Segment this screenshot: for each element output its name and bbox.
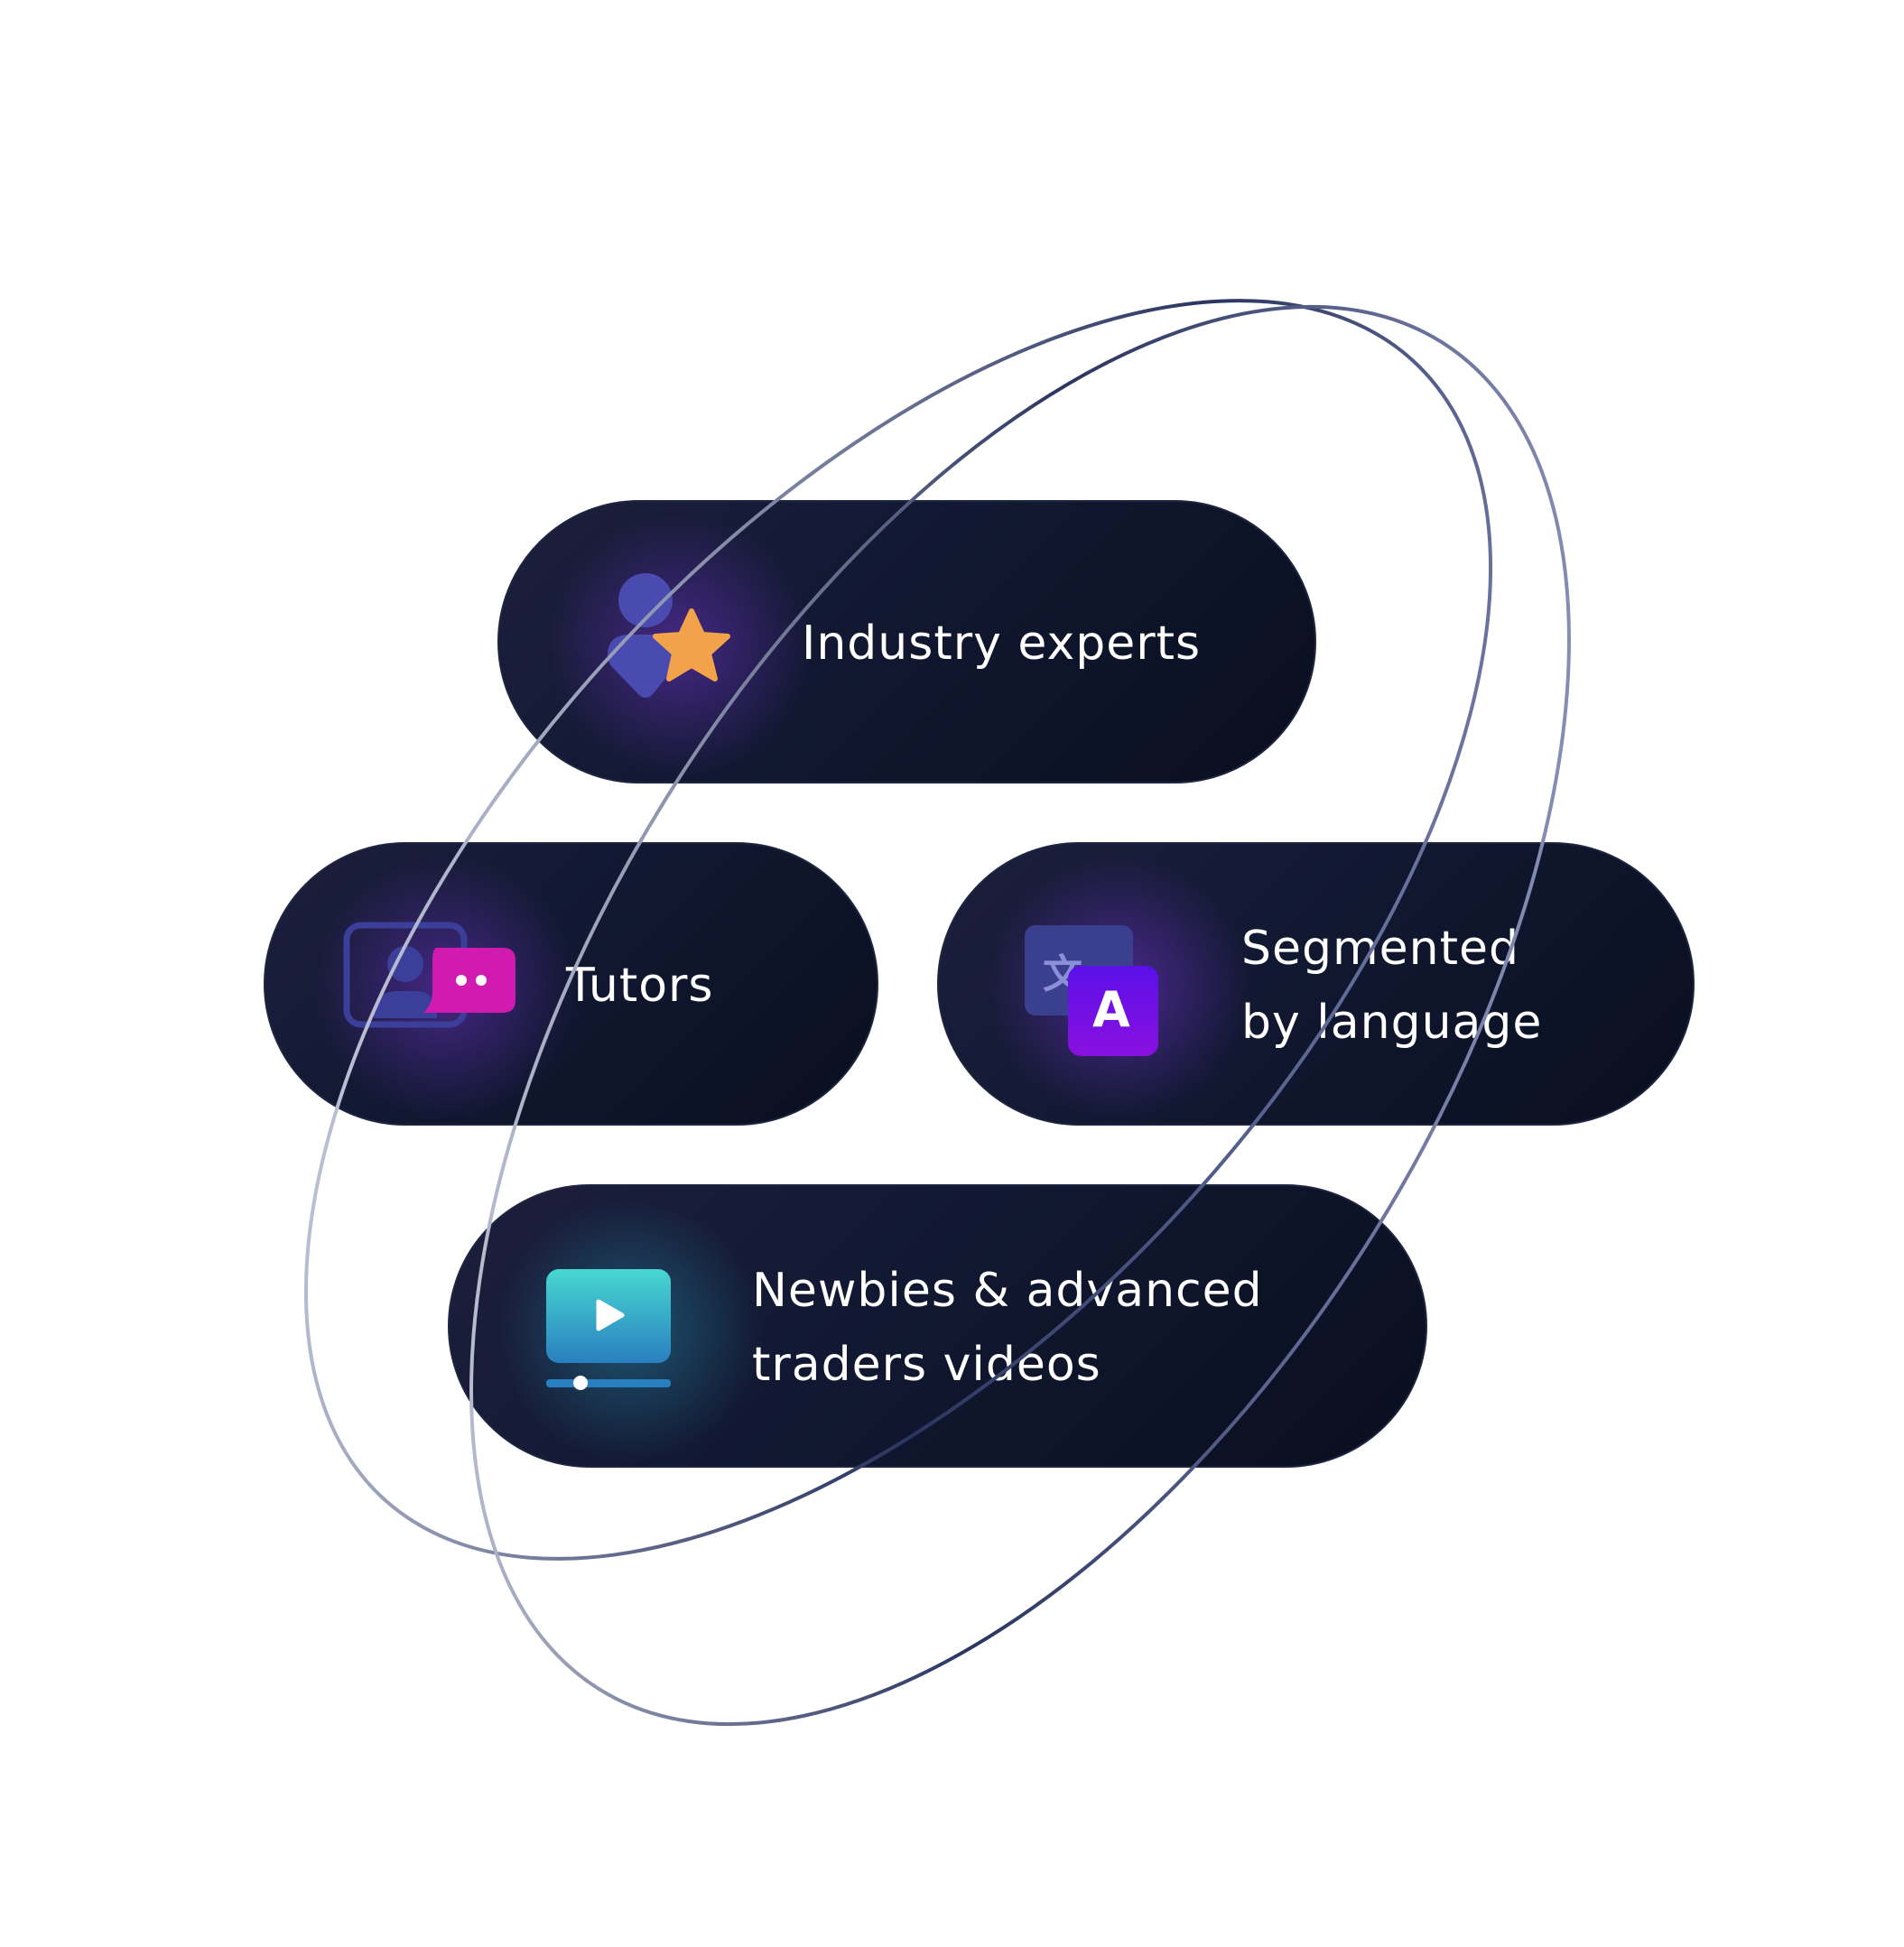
video-player-icon xyxy=(546,1269,671,1390)
feature-videos: Newbies & advanced traders videos xyxy=(448,1184,1427,1468)
translate-icon: 文 A xyxy=(1025,925,1160,1061)
feature-label: Tutors xyxy=(566,959,714,1013)
tutor-chat-icon xyxy=(343,922,515,1028)
feature-segmented-by-language: 文 A Segmented by language xyxy=(937,842,1695,1126)
feature-industry-experts: Industry experts xyxy=(497,500,1316,783)
expert-star-icon xyxy=(608,573,730,698)
feature-label-line1: Newbies & advanced xyxy=(752,1264,1263,1318)
feature-label: Industry experts xyxy=(802,617,1202,671)
feature-label-line1: Segmented xyxy=(1241,922,1519,976)
feature-tutors: Tutors xyxy=(264,842,878,1126)
feature-label-line2: traders videos xyxy=(752,1338,1101,1392)
feature-label-line2: by language xyxy=(1241,996,1543,1050)
letter: A xyxy=(1092,981,1130,1038)
